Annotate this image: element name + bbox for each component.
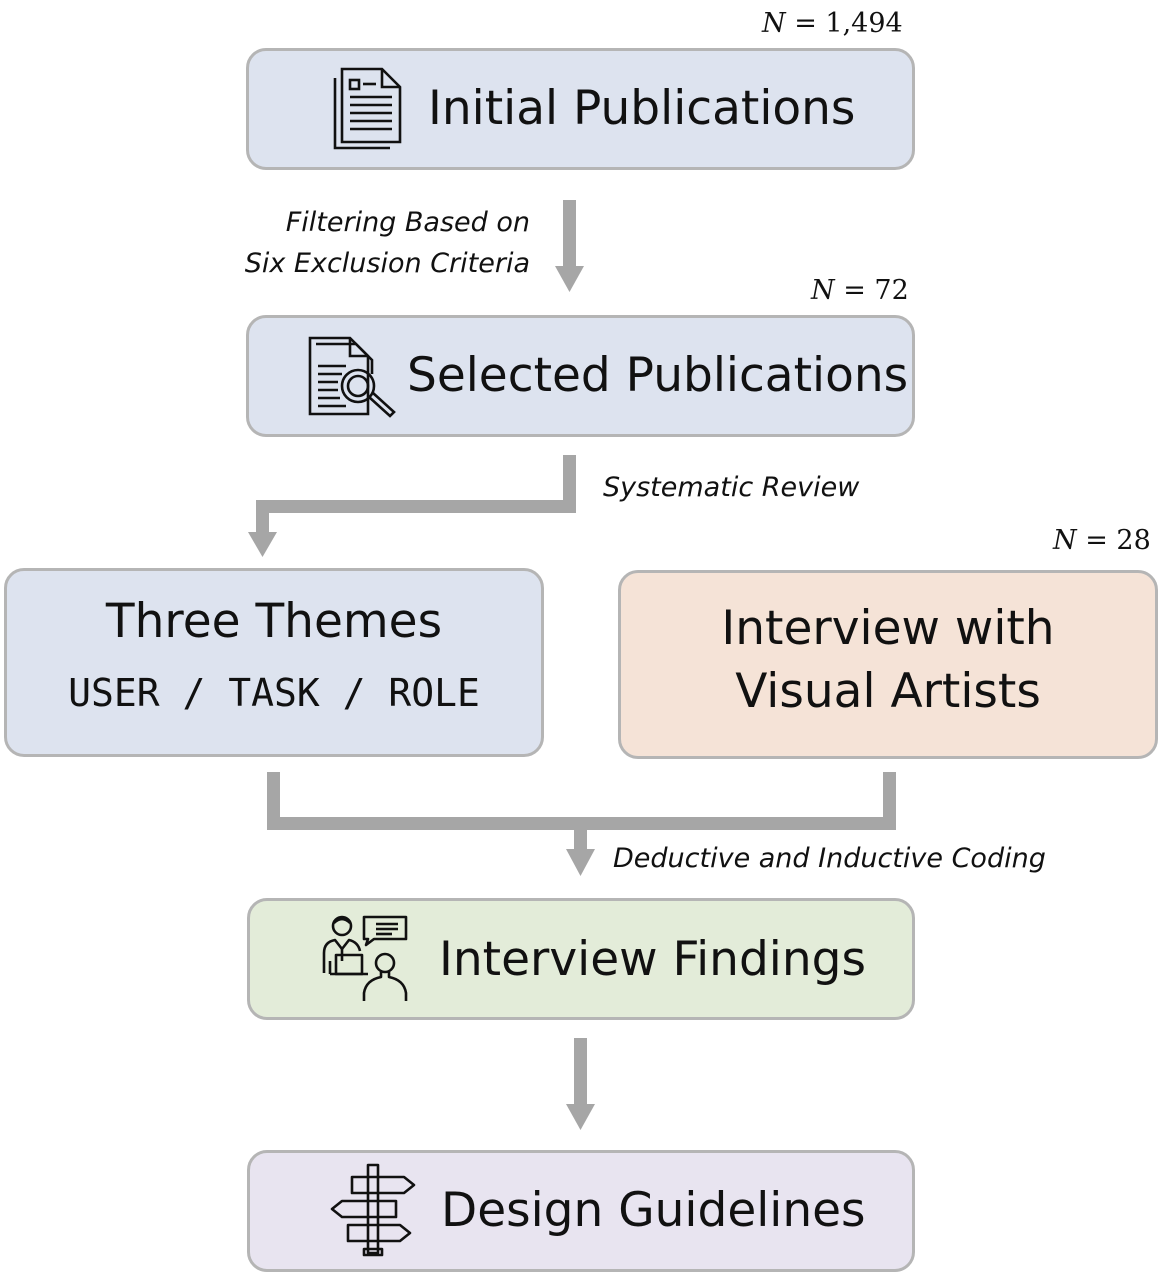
merge-drop: [574, 817, 587, 851]
selected-publications-title: Selected Publications: [407, 348, 909, 403]
arrow-review-head: [248, 532, 277, 557]
coding-note: Deductive and Inductive Coding: [613, 843, 1046, 874]
merge-left: [267, 772, 280, 830]
arrow-guidelines-head: [566, 1104, 595, 1130]
arrow-filter-head: [555, 266, 584, 292]
interview-count-value: 28: [1116, 525, 1151, 556]
interview-findings-box: [247, 898, 915, 1020]
document-search-icon: [308, 336, 396, 418]
arrow-review-horizontal: [256, 500, 576, 513]
interview-artists-title-line2: Visual Artists: [735, 664, 1041, 719]
arrow-filter: [563, 200, 576, 268]
initial-publications-box: [246, 48, 915, 170]
selected-count: N = 72: [811, 275, 909, 306]
interview-findings-title: Interview Findings: [439, 932, 866, 987]
interview-artists-box: [618, 570, 1158, 759]
design-guidelines-title: Design Guidelines: [441, 1183, 866, 1238]
filter-note-line2: Six Exclusion Criteria: [244, 247, 530, 279]
arrow-review-vertical: [563, 455, 576, 513]
initial-count-value: 1,494: [825, 8, 903, 39]
arrow-review-drop: [256, 500, 269, 534]
design-guidelines-box: [247, 1150, 915, 1272]
interview-count: N = 28: [1053, 525, 1151, 556]
three-themes-title: Three Themes: [105, 594, 443, 649]
filter-note-line1: Filtering Based on: [285, 207, 530, 238]
review-note: Systematic Review: [603, 472, 860, 503]
filter-note: Filtering Based on Six Exclusion Criteri…: [245, 203, 530, 284]
initial-publications-title: Initial Publications: [428, 81, 856, 136]
arrow-coding-head: [566, 849, 595, 876]
interview-people-icon: [322, 915, 408, 1001]
three-themes-subtitle: USER / TASK / ROLE: [68, 671, 480, 715]
arrow-guidelines: [574, 1038, 587, 1108]
interview-artists-title-line1: Interview with: [721, 601, 1055, 656]
document-icon: [333, 67, 402, 150]
selected-count-value: 72: [874, 275, 909, 306]
initial-count: N = 1,494: [762, 8, 903, 39]
signpost-icon: [330, 1163, 416, 1257]
three-themes-box: [4, 568, 544, 757]
merge-right: [883, 772, 896, 830]
